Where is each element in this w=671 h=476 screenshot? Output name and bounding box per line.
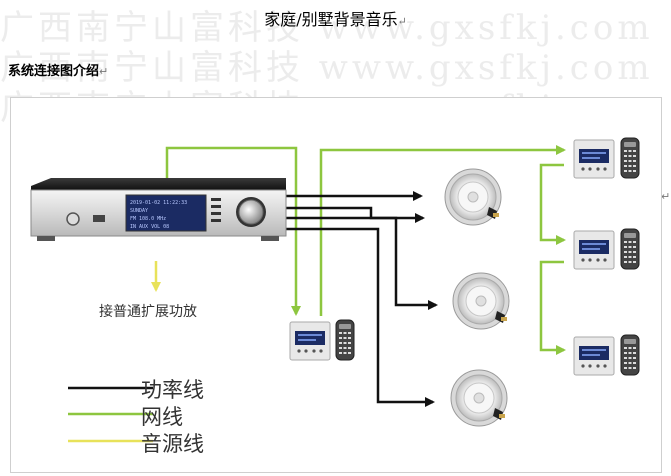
section-heading-text: 系统连接图介绍 — [8, 64, 100, 79]
network-lines — [165, 145, 566, 355]
control-panel-top-right — [573, 137, 640, 179]
amp-caption: 接普通扩展功放 — [99, 304, 197, 320]
legend-label-network: 网线 — [141, 405, 183, 429]
ceiling-speaker-2 — [452, 272, 510, 330]
document-title-text: 家庭/别墅背景音乐 — [264, 10, 398, 29]
volume-knob-icon — [238, 199, 264, 225]
usb-port-icon — [93, 215, 105, 222]
control-panel-bottom-right — [573, 334, 640, 376]
control-panel-bottom — [289, 319, 355, 361]
host-display-line4: IN AUX VOL 08 — [130, 224, 169, 230]
ceiling-speaker-1 — [444, 168, 502, 226]
host-display — [125, 194, 207, 232]
legend-label-power: 功率线 — [141, 378, 204, 402]
host-display-line3: FM 108.0 MHz — [130, 216, 166, 222]
host-display-line2: SUNDAY — [130, 208, 148, 214]
diagram-canvas: 2019-01-02 11:22:33 SUNDAY FM 108.0 MHz … — [30, 137, 640, 443]
control-panel-middle-right — [573, 228, 640, 270]
ceiling-speaker-3 — [450, 369, 508, 427]
document-title: 家庭/别墅背景音乐↵ — [0, 6, 671, 30]
host-unit: 2019-01-02 11:22:33 SUNDAY FM 108.0 MHz … — [30, 178, 287, 241]
power-button-icon — [66, 212, 80, 226]
system-connection-diagram: 2019-01-02 11:22:33 SUNDAY FM 108.0 MHz … — [10, 97, 662, 473]
paragraph-mark: ↵ — [661, 190, 671, 203]
paragraph-mark: ↵ — [397, 15, 407, 28]
paragraph-mark: ↵ — [99, 65, 109, 78]
section-heading: 系统连接图介绍↵ — [8, 60, 108, 79]
power-lines — [286, 191, 438, 407]
host-display-line1: 2019-01-02 11:22:33 — [130, 200, 187, 206]
legend-label-source: 音源线 — [141, 432, 204, 456]
